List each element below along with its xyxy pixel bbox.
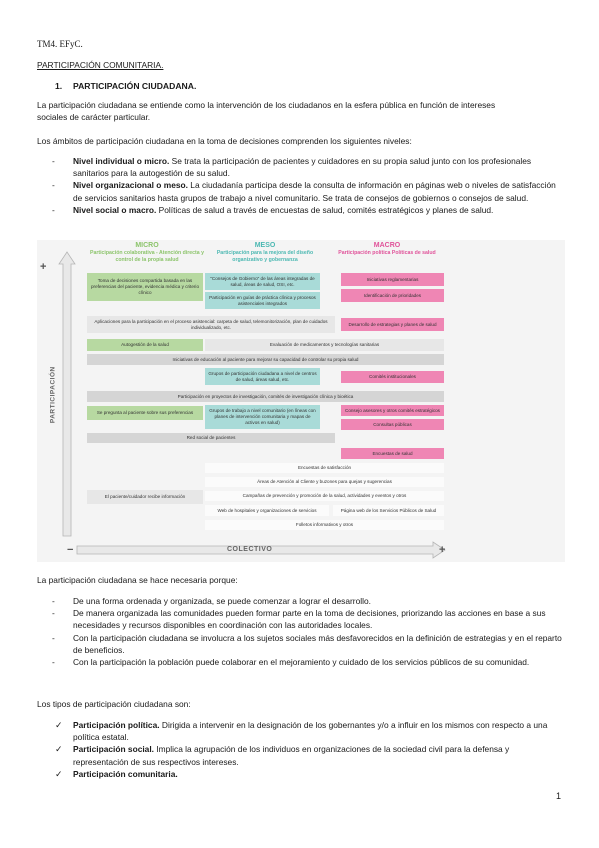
participation-figure: + − + PARTICIPACIÓN COLECTIVO MICRO Part… — [37, 240, 565, 562]
item-bold: Participación política. — [73, 720, 160, 730]
list-item: Participación política. Dirigida a inter… — [37, 719, 565, 743]
cell-encuestas-satisfaccion: Encuestas de satisfacción — [205, 463, 444, 473]
horizontal-arrow — [76, 541, 446, 559]
cell-comites-institucionales: Comités institucionales — [341, 371, 444, 383]
cell-recibe-informacion: El paciente/cuidador recibe información — [87, 490, 203, 504]
minus-bottom: − — [67, 544, 74, 556]
column-subtitle: Participación colaborativa - Atención di… — [90, 250, 204, 263]
axis-y-label: PARTICIPACIÓN — [49, 366, 57, 424]
column-header-meso: MESO Participación para la mejora del di… — [209, 242, 321, 263]
item-bold: Nivel social o macro. — [73, 204, 157, 215]
cell-guias-practica: Participación en guías de práctica clíni… — [205, 292, 320, 309]
list-item: Con la participación la población puede … — [37, 656, 565, 668]
heading-number: 1. — [55, 81, 63, 91]
item-bold: Nivel organizacional o meso. — [73, 180, 188, 191]
cell-atencion-cliente: Áreas de Atención al Cliente y buzones p… — [205, 477, 444, 487]
cell-pregunta-preferencias: Se pregunta al paciente sobre sus prefer… — [87, 406, 203, 420]
cell-grupos-comunitario: Grupos de trabajo a nivel comunitario (e… — [205, 405, 320, 429]
column-title: MESO — [254, 242, 276, 249]
intro-paragraph: La participación ciudadana se entiende c… — [37, 99, 565, 123]
item-text: Implica la agrupación de los individuos … — [73, 744, 510, 767]
tipos-list: Participación política. Dirigida a inter… — [37, 719, 565, 781]
document-header: TM4. EFyC. — [37, 39, 83, 49]
column-header-micro: MICRO Participación colaborativa - Atenc… — [87, 242, 207, 263]
list-item: De una forma ordenada y organizada, se p… — [37, 595, 565, 607]
cell-autogestion: Autogestión de la salud — [87, 339, 203, 351]
plus-top: + — [40, 261, 47, 273]
item-text: La ciudadanía participa desde la consult… — [73, 180, 556, 203]
item-text: Dirigida a intervenir en la designación … — [73, 720, 548, 743]
column-subtitle: Participación para la mejora del diseño … — [216, 250, 314, 263]
page-number: 1 — [556, 791, 562, 801]
razones-list: De una forma ordenada y organizada, se p… — [37, 595, 565, 668]
list-item: Con la participación ciudadana se involu… — [37, 632, 565, 656]
axis-x-label: COLECTIVO — [227, 546, 273, 553]
cell-toma-decisiones: Toma de decisiones compartida basada en … — [87, 273, 203, 301]
vertical-arrow — [58, 251, 76, 537]
ambitos-paragraph: Los ámbitos de participación ciudadana e… — [37, 136, 412, 146]
item-text: Se trata la participación de pacientes y… — [73, 156, 532, 179]
cell-campanas-prevencion: Campañas de prevención y promoción de la… — [205, 491, 444, 501]
cell-evaluacion-medicamentos: Evaluación de medicamentos y tecnologías… — [205, 339, 444, 351]
cell-encuestas-salud: Encuestas de salud — [341, 448, 444, 459]
column-header-macro: MACRO Participación política Políticas d… — [337, 242, 437, 257]
column-subtitle: Participación política Políticas de salu… — [338, 250, 436, 257]
cell-consejos-gobierno: "Consejos de Gobierno" de las áreas inte… — [205, 273, 320, 290]
cell-grupos-participacion: Grupos de participación ciudadana a nive… — [205, 368, 320, 385]
column-title: MICRO — [135, 242, 159, 249]
cell-iniciativas-reglamentarias: Iniciativas reglamentarias — [341, 273, 444, 286]
cell-estrategias-planes: Desarrollo de estrategias y planes de sa… — [341, 318, 444, 331]
cell-aplicaciones: Aplicaciones para la participación en el… — [87, 316, 335, 333]
list-item: Participación social. Implica la agrupac… — [37, 743, 565, 767]
intro-line: La participación ciudadana se entiende c… — [37, 100, 496, 110]
list-item: Participación comunitaria. — [37, 768, 565, 781]
list-item: Nivel organizacional o meso. La ciudadan… — [37, 179, 565, 203]
porque-paragraph: La participación ciudadana se hace neces… — [37, 575, 238, 585]
item-text: Políticas de salud a través de encuestas… — [156, 204, 494, 215]
list-item: Nivel individual o micro. Se trata la pa… — [37, 155, 565, 179]
cell-consejo-asesores: Consejo asesores y otros comités estraté… — [341, 405, 444, 416]
cell-folletos: Folletos informativos y otros — [205, 520, 444, 530]
intro-line: sociales de carácter particular. — [37, 112, 151, 123]
list-item: De manera organizada las comunidades pue… — [37, 607, 565, 631]
cell-educacion-paciente: Iniciativas de educación al paciente par… — [87, 354, 444, 365]
figure-axes — [58, 251, 446, 559]
item-bold: Participación comunitaria. — [73, 768, 178, 779]
heading: 1. PARTICIPACIÓN CIUDADANA. — [55, 80, 196, 92]
plus-right: + — [439, 544, 446, 556]
column-title: MACRO — [373, 242, 401, 249]
item-bold: Nivel individual o micro. — [73, 156, 170, 166]
cell-web-servicios-publicos: Página web de los Servicios Públicos de … — [333, 505, 444, 516]
tipos-intro: Los tipos de participación ciudadana son… — [37, 699, 191, 709]
niveles-list: Nivel individual o micro. Se trata la pa… — [37, 155, 565, 216]
heading-title: PARTICIPACIÓN CIUDADANA. — [73, 81, 197, 91]
cell-consultas-publicas: Consultas públicas — [341, 419, 444, 430]
list-item: Nivel social o macro. Políticas de salud… — [37, 204, 565, 216]
cell-web-hospitales: Web de hospitales y organizaciones de se… — [205, 505, 329, 516]
section-title: PARTICIPACIÓN COMUNITARIA. — [37, 60, 164, 70]
cell-proyectos-investigacion: Participación en proyectos de investigac… — [87, 391, 444, 402]
cell-identificacion-prioridades: Identificación de prioridades — [341, 289, 444, 302]
item-bold: Participación social. — [73, 744, 154, 755]
cell-red-social: Red social de pacientes — [87, 433, 335, 443]
